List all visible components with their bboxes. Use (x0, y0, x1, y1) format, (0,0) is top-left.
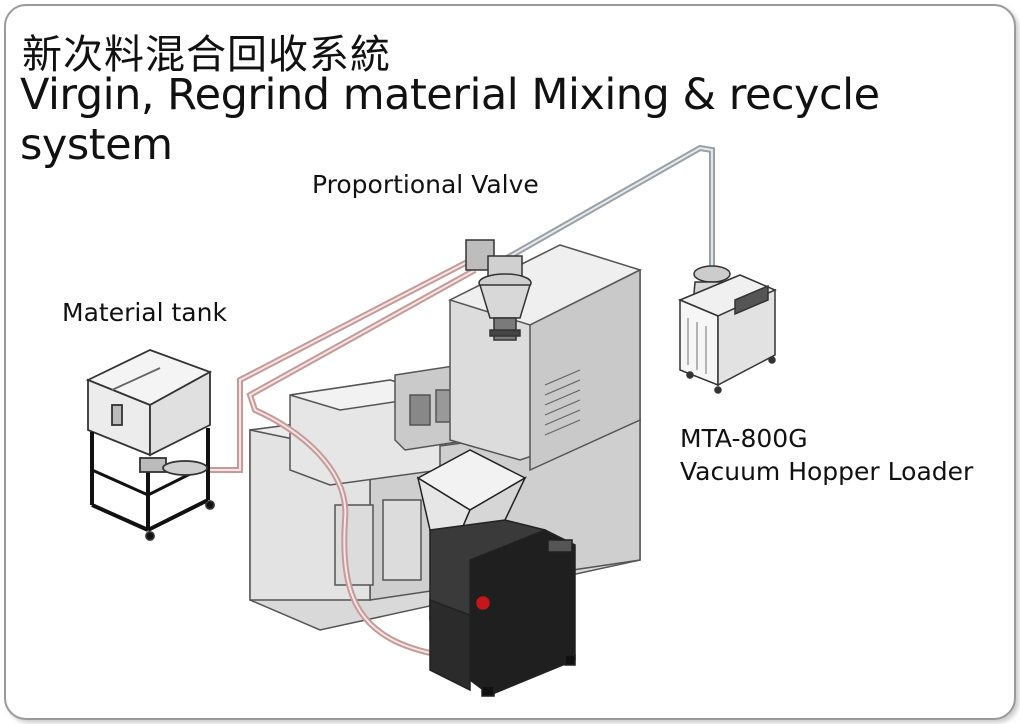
proportional-valve (465, 239, 532, 341)
material-tank (85, 349, 215, 541)
conveying-pipes (210, 144, 715, 658)
label-loader-model: MTA-800G (680, 424, 808, 453)
granulator (416, 449, 576, 697)
label-loader-name: Vacuum Hopper Loader (680, 457, 974, 486)
vacuum-hopper-loader (678, 265, 777, 394)
label-proportional-valve: Proportional Valve (312, 170, 539, 199)
label-material-tank: Material tank (62, 298, 227, 327)
title-english: Virgin, Regrind material Mixing & recycl… (20, 70, 880, 170)
title-chinese: 新次料混合回收系統 (22, 32, 391, 78)
